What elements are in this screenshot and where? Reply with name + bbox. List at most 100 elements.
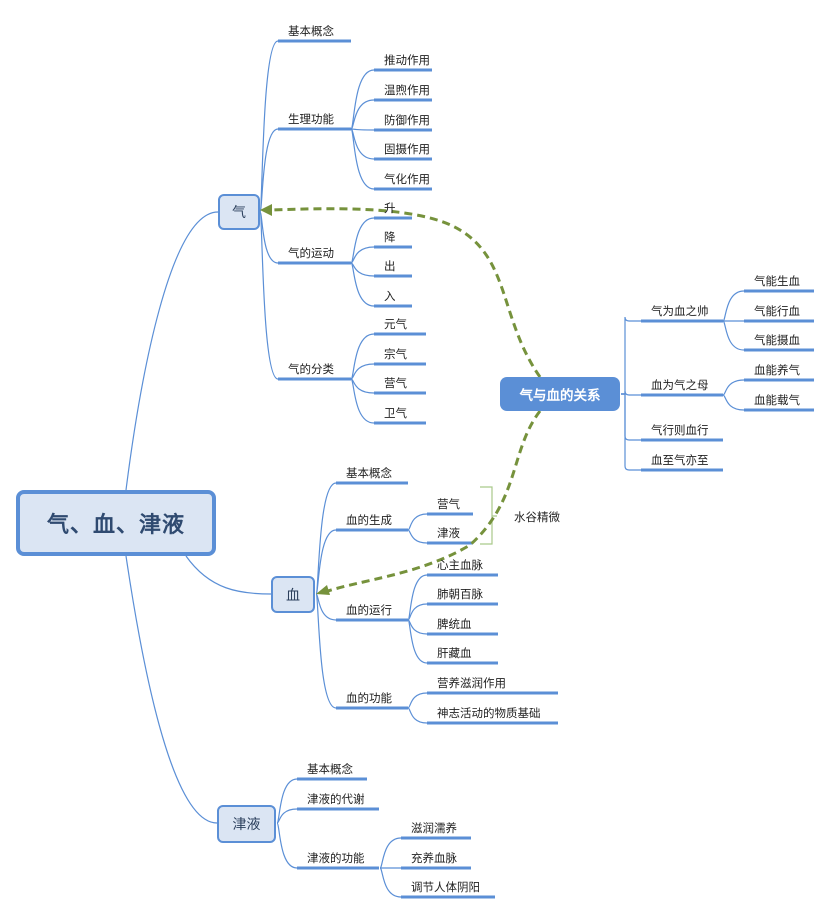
topic-qi-3[interactable]: 气的分类 (288, 362, 334, 376)
topic-xue-3[interactable]: 血的功能 (346, 691, 392, 705)
topic-jinye-1[interactable]: 津液的代谢 (307, 792, 365, 806)
topic-qi-2[interactable]: 气的运动 (288, 246, 334, 260)
connector-qi-1-4 (350, 128, 375, 190)
topic-xue-2-1[interactable]: 肺朝百脉 (437, 587, 483, 601)
connector-xue-2-1 (407, 603, 428, 621)
connector-xue-2-0 (407, 574, 428, 621)
xue-label: 血 (286, 587, 300, 604)
topic-xue-1-0[interactable]: 营气 (437, 497, 460, 511)
topic-rel-3[interactable]: 血至气亦至 (651, 453, 709, 467)
connector-qi-1-1 (350, 99, 375, 130)
topic-qi-3-0[interactable]: 元气 (384, 317, 407, 331)
connector-qi-1-2 (350, 128, 375, 131)
topic-qi-3-3[interactable]: 卫气 (384, 406, 407, 420)
topic-rel-0-2[interactable]: 气能摄血 (754, 333, 800, 347)
topic-rel-1-1[interactable]: 血能载气 (754, 393, 800, 407)
connector-qi-3-1 (350, 363, 375, 380)
topic-rel-1[interactable]: 血为气之母 (651, 378, 709, 392)
summary-bracket (480, 486, 497, 545)
connector-xue-3-0 (407, 692, 428, 709)
connector-qi-2-1 (350, 246, 375, 264)
topic-qi-0[interactable]: 基本概念 (288, 24, 334, 38)
topic-xue-2-3[interactable]: 肝藏血 (437, 646, 472, 660)
topic-rel-0-0[interactable]: 气能生血 (754, 274, 800, 288)
connector-rel-0-0 (722, 290, 745, 322)
topic-qi-1-4[interactable]: 气化作用 (384, 172, 430, 186)
topic-jinye-0[interactable]: 基本概念 (307, 762, 353, 776)
topic-xue-3-1[interactable]: 神志活动的物质基础 (437, 706, 541, 720)
topic-rel-0[interactable]: 气为血之帅 (651, 304, 709, 318)
arrowhead-xue-icon (316, 585, 330, 595)
summary-label[interactable]: 水谷精微 (514, 510, 560, 524)
connector-jinye-0 (276, 778, 298, 824)
topic-qi-2-1[interactable]: 降 (384, 230, 396, 244)
connector-xue-1-0 (407, 513, 428, 531)
connector-qi-2-0 (350, 217, 375, 264)
topic-xue-2-2[interactable]: 脾统血 (437, 617, 472, 631)
topic-jinye-2-1[interactable]: 充养血脉 (411, 851, 457, 865)
topic-qi-3-1[interactable]: 宗气 (384, 347, 407, 361)
topic-xue-2[interactable]: 血的运行 (346, 603, 392, 617)
node-jinye[interactable]: 津液 (217, 805, 276, 843)
connector-xue-3 (315, 593, 337, 709)
topic-rel-1-0[interactable]: 血能养气 (754, 363, 800, 377)
connector-qi-2 (259, 211, 279, 264)
dashed-arrow-to-qi (269, 207, 542, 378)
connector-qi-2-3 (350, 262, 375, 307)
node-xue[interactable]: 血 (271, 576, 315, 613)
connector-rel-1-0 (722, 379, 745, 396)
topic-xue-0[interactable]: 基本概念 (346, 466, 392, 480)
connector-rel-0 (621, 316, 641, 395)
topic-qi-1-0[interactable]: 推动作用 (384, 53, 430, 67)
connector-qi-1 (259, 128, 279, 213)
connector-root-xue (185, 555, 272, 595)
topic-xue-1-1[interactable]: 津液 (437, 526, 460, 540)
topic-jinye-2[interactable]: 津液的功能 (307, 851, 365, 865)
connector-rel-3 (621, 393, 641, 471)
connector-jinye-2-2 (379, 867, 402, 898)
connector-qi-3-3 (350, 378, 375, 424)
topic-xue-1[interactable]: 血的生成 (346, 513, 392, 527)
topic-rel-0-1[interactable]: 气能行血 (754, 304, 800, 318)
topic-qi-1-3[interactable]: 固摄作用 (384, 142, 430, 156)
connector-jinye-2 (276, 822, 298, 869)
topic-qi-2-2[interactable]: 出 (384, 259, 396, 273)
root-node[interactable]: 气、血、津液 (16, 490, 216, 556)
topic-xue-3-0[interactable]: 营养滋润作用 (437, 676, 506, 690)
jinye-label: 津液 (232, 817, 261, 833)
qi-label: 气 (232, 205, 246, 221)
node-qi[interactable]: 气 (218, 194, 260, 230)
topic-qi-2-0[interactable]: 升 (384, 201, 396, 215)
connector-xue-3-1 (407, 707, 428, 724)
topic-qi-1-1[interactable]: 温煦作用 (384, 83, 430, 97)
connector-rel-1 (621, 390, 641, 396)
connector-xue-1 (315, 529, 337, 595)
connector-jinye-2-0 (379, 837, 402, 869)
connector-qi-3 (259, 211, 279, 380)
topic-jinye-2-0[interactable]: 滋润濡养 (411, 821, 457, 835)
topic-jinye-2-2[interactable]: 调节人体阴阳 (411, 880, 480, 894)
topic-qi-3-2[interactable]: 营气 (384, 376, 407, 390)
connector-xue-1-1 (407, 529, 428, 544)
connector-xue-2-3 (407, 619, 428, 664)
topic-qi-1[interactable]: 生理功能 (288, 112, 334, 126)
topic-rel-2[interactable]: 气行则血行 (651, 423, 709, 437)
root-label: 气、血、津液 (46, 513, 185, 538)
connector-rel-2 (621, 393, 641, 441)
connector-rel-0-2 (722, 320, 745, 351)
connector-qi-1-3 (350, 128, 375, 160)
topic-qi-2-3[interactable]: 入 (384, 289, 396, 303)
dashed-arrow-to-xue (324, 410, 542, 594)
relation-label: 气与血的关系 (519, 388, 601, 404)
topic-qi-1-2[interactable]: 防御作用 (384, 113, 430, 127)
connector-root-jinye (125, 555, 218, 824)
topic-xue-2-0[interactable]: 心主血脉 (437, 558, 483, 572)
node-relation[interactable]: 气与血的关系 (500, 377, 620, 411)
connector-jinye-1 (276, 808, 298, 824)
connector-xue-2 (315, 593, 337, 621)
arrowhead-qi-icon (260, 204, 272, 216)
connector-rel-1-1 (722, 394, 745, 411)
connector-root-qi (125, 211, 219, 491)
connector-qi-3-0 (350, 333, 375, 380)
